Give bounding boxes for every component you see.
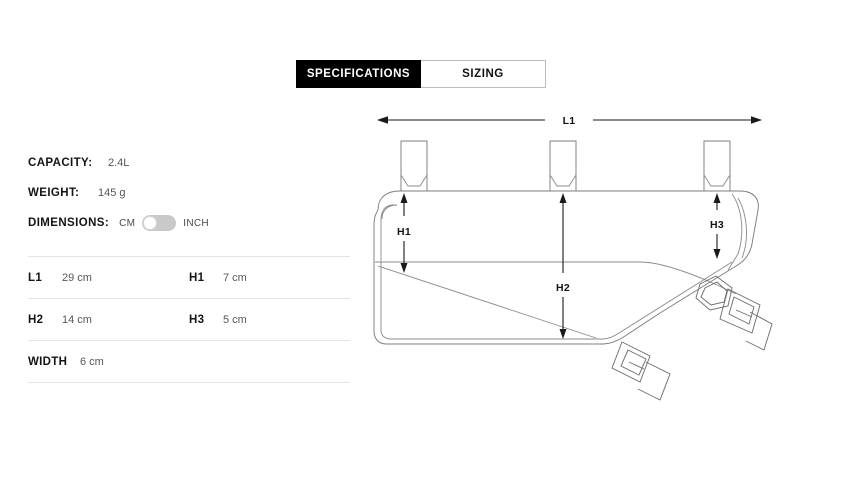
dimensions-label: DIMENSIONS: (28, 217, 110, 229)
dimension-value: 14 cm (62, 313, 92, 326)
dimension-l1: L1 (377, 115, 762, 127)
dimension-h1: H1 (397, 193, 411, 273)
dimension-value: 29 cm (62, 271, 92, 284)
spec-row-capacity: CAPACITY: 2.4L (28, 148, 350, 178)
dimension-key: WIDTH (28, 355, 68, 368)
strap-buckle-right (695, 275, 773, 351)
dimension-key: H1 (189, 271, 205, 284)
dimension-key: H3 (189, 313, 205, 326)
dimension-value: 5 cm (223, 313, 247, 326)
dimension-value: 7 cm (223, 271, 247, 284)
dimension-cell-l1: L1 29 cm (28, 272, 189, 284)
capacity-label: CAPACITY: (28, 157, 93, 169)
bag-body-outline (373, 190, 759, 345)
tab-specifications-label: SPECIFICATIONS (306, 68, 411, 80)
tab-sizing[interactable]: SIZING (421, 60, 546, 88)
spec-row-dimensions: DIMENSIONS: CM INCH (28, 208, 350, 238)
product-technical-drawing: L1 (360, 98, 780, 418)
dimension-key: L1 (28, 271, 43, 284)
dimension-cell-h1: H1 7 cm (189, 272, 350, 284)
dimension-label-h1: H1 (397, 226, 411, 238)
dimension-label-h2: H2 (556, 282, 570, 294)
weight-value: 145 g (98, 187, 126, 199)
dimension-cell-h2: H2 14 cm (28, 314, 189, 326)
weight-label: WEIGHT: (28, 187, 80, 199)
capacity-value: 2.4L (108, 157, 130, 169)
dimension-cell-width: WIDTH 6 cm (28, 356, 189, 368)
mounting-tab-left (400, 140, 428, 194)
table-row: H2 14 cm H3 5 cm (28, 298, 350, 340)
tab-bar: SPECIFICATIONS SIZING (296, 60, 546, 88)
dimensions-table: L1 29 cm H1 7 cm H2 14 cm H3 5 cm WIDTH … (28, 256, 350, 383)
strap-buckle-bottom (611, 341, 671, 401)
dimension-label-l1: L1 (563, 115, 576, 127)
spec-row-weight: WEIGHT: 145 g (28, 178, 350, 208)
table-row: WIDTH 6 cm (28, 340, 350, 383)
unit-toggle-group[interactable]: CM INCH (119, 215, 209, 231)
unit-label-cm[interactable]: CM (119, 217, 136, 229)
dimension-cell-h3: H3 5 cm (189, 314, 350, 326)
dimension-value: 6 cm (80, 355, 104, 368)
unit-toggle-knob (143, 216, 158, 230)
tab-specifications[interactable]: SPECIFICATIONS (296, 60, 421, 88)
unit-toggle-switch[interactable] (142, 215, 177, 231)
dimension-key: H2 (28, 313, 44, 326)
tab-sizing-label: SIZING (462, 68, 504, 80)
dimension-label-h3: H3 (710, 219, 724, 231)
specifications-panel: CAPACITY: 2.4L WEIGHT: 145 g DIMENSIONS:… (28, 148, 350, 238)
unit-label-inch[interactable]: INCH (183, 217, 209, 229)
mounting-tab-center (549, 140, 577, 194)
mounting-tab-right (703, 140, 731, 194)
dimension-h3: H3 (710, 193, 724, 259)
dimension-h2: H2 (556, 193, 570, 339)
table-row: L1 29 cm H1 7 cm (28, 256, 350, 298)
